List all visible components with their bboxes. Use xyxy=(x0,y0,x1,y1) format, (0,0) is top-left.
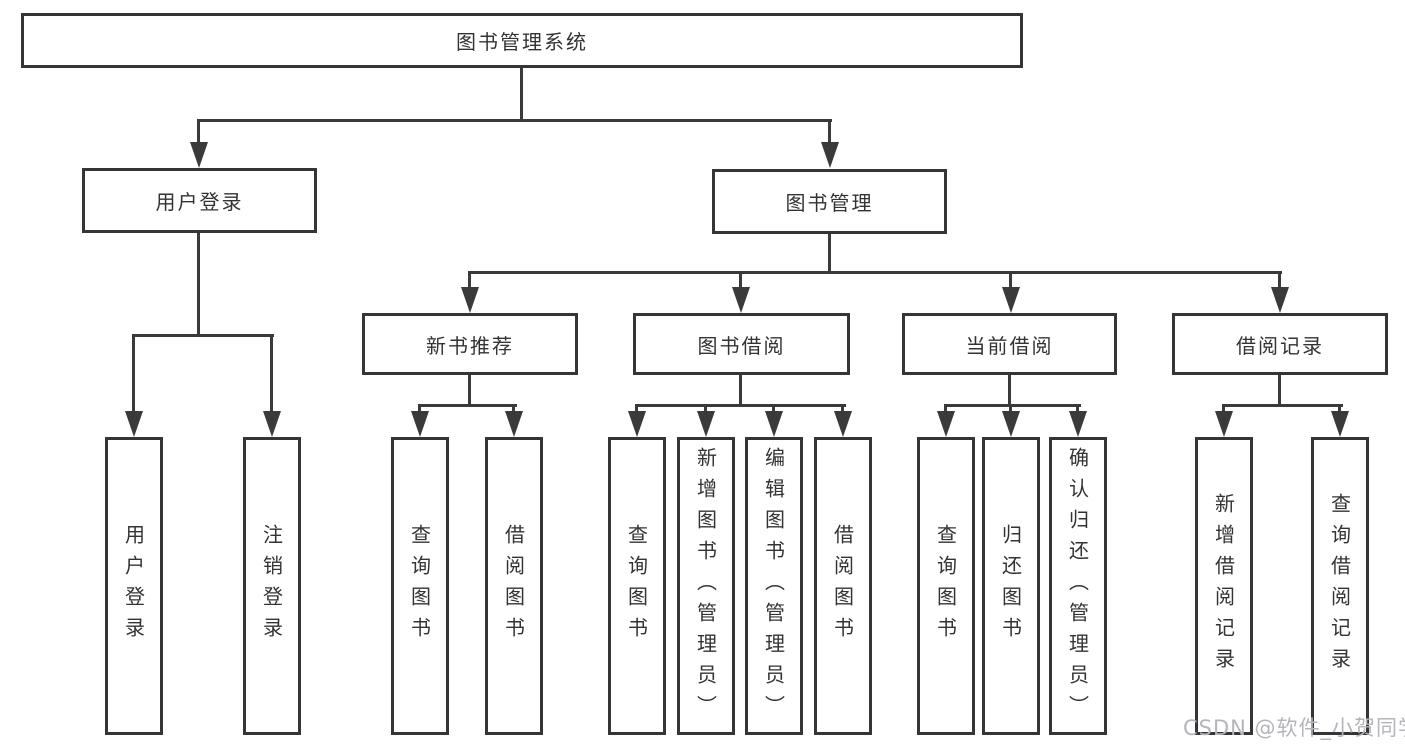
arrowhead-icon xyxy=(263,411,281,437)
node-label: 图书管理 xyxy=(785,191,874,215)
connector-horizontal xyxy=(197,119,832,122)
node-book-management: 图书管理 xyxy=(712,169,947,234)
node-label: 确认归还（管理员） xyxy=(1065,446,1090,726)
connector-vertical xyxy=(1009,271,1012,291)
connector-vertical xyxy=(512,404,515,414)
node-query-books-borrow: 查询图书 xyxy=(608,437,666,735)
arrowhead-icon xyxy=(1069,411,1087,437)
connector-vertical xyxy=(468,375,471,407)
node-label: 图书管理系统 xyxy=(456,30,588,54)
node-label: 新书推荐 xyxy=(426,333,514,358)
arrowhead-icon xyxy=(411,411,429,437)
node-label: 查询图书 xyxy=(407,524,432,648)
arrowhead-icon xyxy=(461,287,479,313)
arrowhead-icon xyxy=(1215,411,1233,437)
connector-vertical xyxy=(828,119,831,145)
connector-vertical xyxy=(468,271,471,291)
node-label: 注销登录 xyxy=(259,524,284,648)
connector-vertical xyxy=(828,234,831,274)
connector-horizontal xyxy=(944,404,1081,407)
connector-vertical xyxy=(270,334,273,415)
arrowhead-icon xyxy=(628,411,646,437)
arrowhead-icon xyxy=(1002,411,1020,437)
connector-horizontal xyxy=(418,404,517,407)
connector-vertical xyxy=(739,271,742,291)
connector-vertical xyxy=(635,404,638,414)
arrowhead-icon xyxy=(821,142,839,168)
arrowhead-icon xyxy=(1271,287,1289,313)
node-confirm-return-admin: 确认归还（管理员） xyxy=(1049,437,1107,735)
connector-horizontal xyxy=(132,334,274,337)
arrowhead-icon xyxy=(834,411,852,437)
node-book-borrow: 图书借阅 xyxy=(633,313,850,375)
node-query-borrow-record: 查询借阅记录 xyxy=(1311,437,1369,735)
connector-vertical xyxy=(1009,404,1012,414)
node-borrow-records: 借阅记录 xyxy=(1172,313,1388,375)
connector-horizontal xyxy=(468,271,1282,274)
node-logout: 注销登录 xyxy=(243,437,301,735)
connector-vertical xyxy=(841,404,844,414)
node-library-system: 图书管理系统 xyxy=(21,13,1023,68)
node-label: 归还图书 xyxy=(998,524,1023,648)
arrowhead-icon xyxy=(190,142,208,168)
connector-vertical xyxy=(1338,404,1341,414)
arrowhead-icon xyxy=(937,411,955,437)
connector-vertical xyxy=(1008,375,1011,407)
node-label: 新增借阅记录 xyxy=(1211,493,1236,679)
node-label: 借阅图书 xyxy=(501,524,526,648)
node-label: 新增图书（管理员） xyxy=(693,446,718,726)
node-label: 编辑图书（管理员） xyxy=(761,446,786,726)
node-borrow-books-recommend: 借阅图书 xyxy=(485,437,543,735)
node-label: 用户登录 xyxy=(121,524,146,648)
node-label: 用户登录 xyxy=(155,190,244,214)
node-label: 查询图书 xyxy=(624,524,649,648)
node-add-borrow-record: 新增借阅记录 xyxy=(1195,437,1253,735)
node-new-book-recommend: 新书推荐 xyxy=(362,313,578,375)
connector-vertical xyxy=(1076,404,1079,414)
node-add-book-admin: 新增图书（管理员） xyxy=(677,437,735,735)
arrowhead-icon xyxy=(765,411,783,437)
connector-vertical xyxy=(197,233,200,337)
connector-vertical xyxy=(197,119,200,145)
node-label: 图书借阅 xyxy=(697,333,786,358)
node-edit-book-admin: 编辑图书（管理员） xyxy=(745,437,803,735)
connector-vertical xyxy=(1222,404,1225,414)
node-return-books: 归还图书 xyxy=(982,437,1040,735)
connector-vertical xyxy=(1278,271,1281,291)
connector-vertical xyxy=(1278,375,1281,407)
connector-vertical xyxy=(418,404,421,414)
arrowhead-icon xyxy=(125,411,143,437)
node-current-borrow: 当前借阅 xyxy=(902,313,1117,375)
connector-vertical xyxy=(739,374,742,407)
connector-vertical xyxy=(132,334,135,415)
arrowhead-icon xyxy=(1002,287,1020,313)
connector-vertical xyxy=(520,68,523,120)
arrowhead-icon xyxy=(1331,411,1349,437)
arrowhead-icon xyxy=(732,287,750,313)
node-label: 查询借阅记录 xyxy=(1327,493,1352,679)
connector-vertical xyxy=(704,404,707,414)
node-label: 当前借阅 xyxy=(965,333,1054,358)
connector-vertical xyxy=(944,404,947,414)
csdn-watermark: CSDN @软件_小贺同学 xyxy=(1183,716,1405,740)
connector-vertical xyxy=(772,404,775,414)
node-user-login: 用户登录 xyxy=(82,168,317,233)
node-label: 借阅记录 xyxy=(1236,333,1324,358)
connector-horizontal xyxy=(635,404,846,407)
connector-horizontal xyxy=(1222,404,1343,407)
node-borrow-books: 借阅图书 xyxy=(814,437,872,735)
node-query-books-current: 查询图书 xyxy=(917,437,975,735)
node-user-login-leaf: 用户登录 xyxy=(105,437,163,735)
node-label: 借阅图书 xyxy=(830,524,855,648)
arrowhead-icon xyxy=(505,411,523,437)
arrowhead-icon xyxy=(697,411,715,437)
node-label: 查询图书 xyxy=(933,524,958,648)
node-query-books-recommend: 查询图书 xyxy=(391,437,449,735)
